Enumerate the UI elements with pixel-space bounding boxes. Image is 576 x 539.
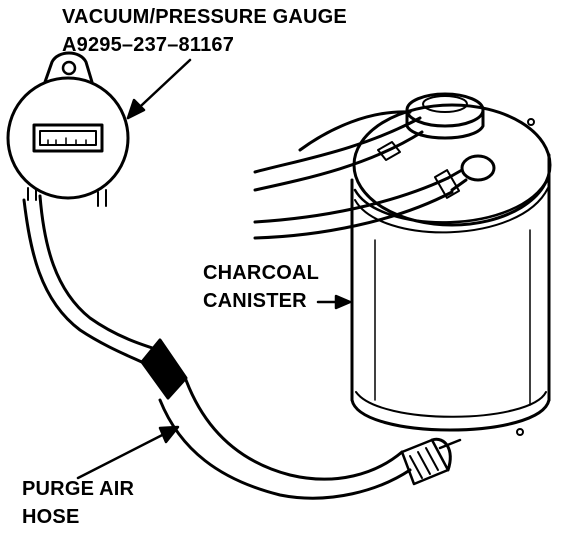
gauge-label-title: VACUUM/PRESSURE GAUGE [62,6,347,28]
canister-arrow [316,294,352,310]
callout-arrows [76,58,352,480]
hose-label-line1: PURGE AIR [22,478,135,500]
gauge-arrow [126,58,192,120]
charcoal-canister [350,92,552,436]
purge-air-hose [22,194,462,500]
canister-label-line2: CANISTER [203,290,307,312]
vacuum-pressure-gauge [6,51,130,207]
gauge-label-part-number: A9295–237–81167 [62,34,235,56]
hose-arrow [76,425,180,480]
hose-label-line2: HOSE [22,506,80,528]
canister-label-line1: CHARCOAL [203,262,320,284]
upper-hoses [253,110,454,240]
